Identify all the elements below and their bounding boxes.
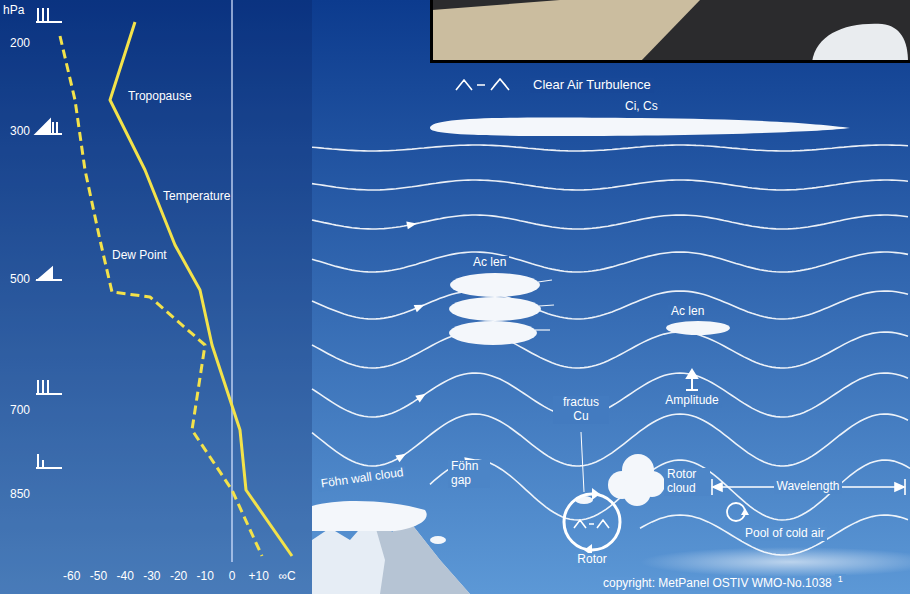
rotor-arrowhead [592, 488, 600, 500]
flow-arrowhead [406, 222, 417, 230]
barb-pennant [36, 120, 50, 134]
streamline [312, 414, 908, 466]
photo-inset [430, 0, 910, 62]
foehn-wall-cloud [312, 501, 427, 531]
pressure-tick: 300 [10, 125, 30, 139]
wind-barbs [36, 8, 62, 468]
cloud-label: Föhn wall cloud [317, 466, 407, 492]
rotor-circle [564, 494, 620, 550]
streamlines [312, 145, 910, 555]
wavelength-marker [712, 479, 905, 495]
marker-arrowhead [713, 483, 722, 491]
streamline [312, 180, 908, 190]
lenticular-cloud [449, 321, 537, 345]
sounding-panel [0, 0, 312, 594]
eddy-arrowhead [741, 508, 749, 515]
turbulence-symbol [456, 79, 509, 90]
temperature-curve [110, 22, 292, 556]
dimension-label: Amplitude [662, 394, 721, 408]
footnote-mark: 1 [835, 574, 846, 584]
flow-arrowhead [395, 454, 406, 463]
pressure-tick: 700 [10, 404, 30, 418]
cloud-label: Ci, Cs [622, 100, 661, 114]
phenomenon-label: Rotor [574, 553, 609, 567]
barb-feather [47, 380, 49, 394]
streamline [312, 252, 908, 272]
phenomenon-label: Pool of cold air [742, 527, 827, 541]
temperature-tick: 0 [229, 570, 236, 584]
barb-feather [37, 380, 39, 394]
zero-degree-line [231, 0, 233, 562]
lenticular-cloud [450, 273, 540, 297]
flow-arrowhead [415, 394, 426, 403]
marker-arrowhead [687, 370, 697, 378]
pressure-tick: 850 [10, 488, 30, 502]
cloud-fragment [430, 536, 446, 544]
temperature-tick: -10 [197, 570, 214, 584]
streak [535, 329, 550, 330]
temperature-tick: -20 [170, 570, 187, 584]
barb-feather [37, 454, 39, 468]
lenticular-cloud [666, 321, 730, 335]
curve-label: Tropopause [128, 90, 192, 104]
photo-frame [432, 0, 910, 62]
flow-arrowhead [414, 305, 425, 313]
marker-bar [686, 389, 698, 391]
streamline [312, 291, 908, 319]
barb-feather [47, 8, 49, 22]
barb-feather [56, 122, 58, 134]
streamline [312, 215, 908, 229]
barb-staff [36, 467, 62, 469]
temperature-tick: -30 [143, 570, 160, 584]
curve-label: Temperature [163, 190, 230, 204]
streamline [430, 460, 910, 520]
dimension-label: Wavelength [774, 480, 843, 494]
streak [538, 280, 552, 282]
barb-feather [42, 380, 44, 394]
barb-feather [42, 460, 44, 468]
phenomenon-label: Clear Air Turbulence [530, 78, 654, 93]
barb-feather [42, 8, 44, 22]
cloud-label: Ac len [470, 256, 509, 270]
streamline [312, 373, 908, 417]
streamline [312, 332, 908, 368]
barb-feather [37, 8, 39, 22]
flow-arrows [395, 222, 474, 466]
photo-vehicle [812, 24, 908, 62]
lenticular-stack [449, 273, 541, 345]
pressure-tick: 500 [10, 273, 30, 287]
pressure-tick: 200 [10, 37, 30, 51]
cloud-label: Ac len [668, 305, 707, 319]
eddy-circle [727, 503, 745, 521]
cirrus-cloud [430, 117, 850, 136]
curve-label: Dew Point [112, 249, 167, 263]
temperature-tick: +10 [249, 570, 269, 584]
axis-unit: hPa [3, 4, 24, 18]
amplitude-marker [686, 370, 698, 390]
temperature-unit: ∞C [278, 570, 295, 584]
barb-feather [52, 122, 54, 134]
temperature-tick: -40 [117, 570, 134, 584]
streak [539, 305, 554, 306]
photo-sand [432, 0, 700, 62]
cloud-label: fractus Cu [553, 396, 609, 424]
leader-line [581, 432, 584, 492]
copyright-note: copyright: MetPanel OSTIV WMO-No.1038 [600, 577, 835, 591]
phenomenon-label: Föhn gap [448, 460, 490, 488]
cold-air-pool [640, 547, 910, 577]
cloud-label: Rotor cloud [664, 468, 710, 496]
cloud-streaks [535, 280, 554, 330]
dew-point-curve [60, 36, 262, 556]
temperature-tick: -60 [63, 570, 80, 584]
cloud-puff [623, 478, 651, 506]
barb-pennant [38, 268, 52, 280]
temperature-tick: -50 [90, 570, 107, 584]
rotor-cloud [608, 454, 665, 506]
turbulence-symbol [574, 520, 609, 528]
lenticular-cloud [449, 297, 541, 321]
streamline [312, 145, 908, 151]
marker-arrowhead [895, 483, 904, 491]
photo-ground [430, 0, 910, 62]
